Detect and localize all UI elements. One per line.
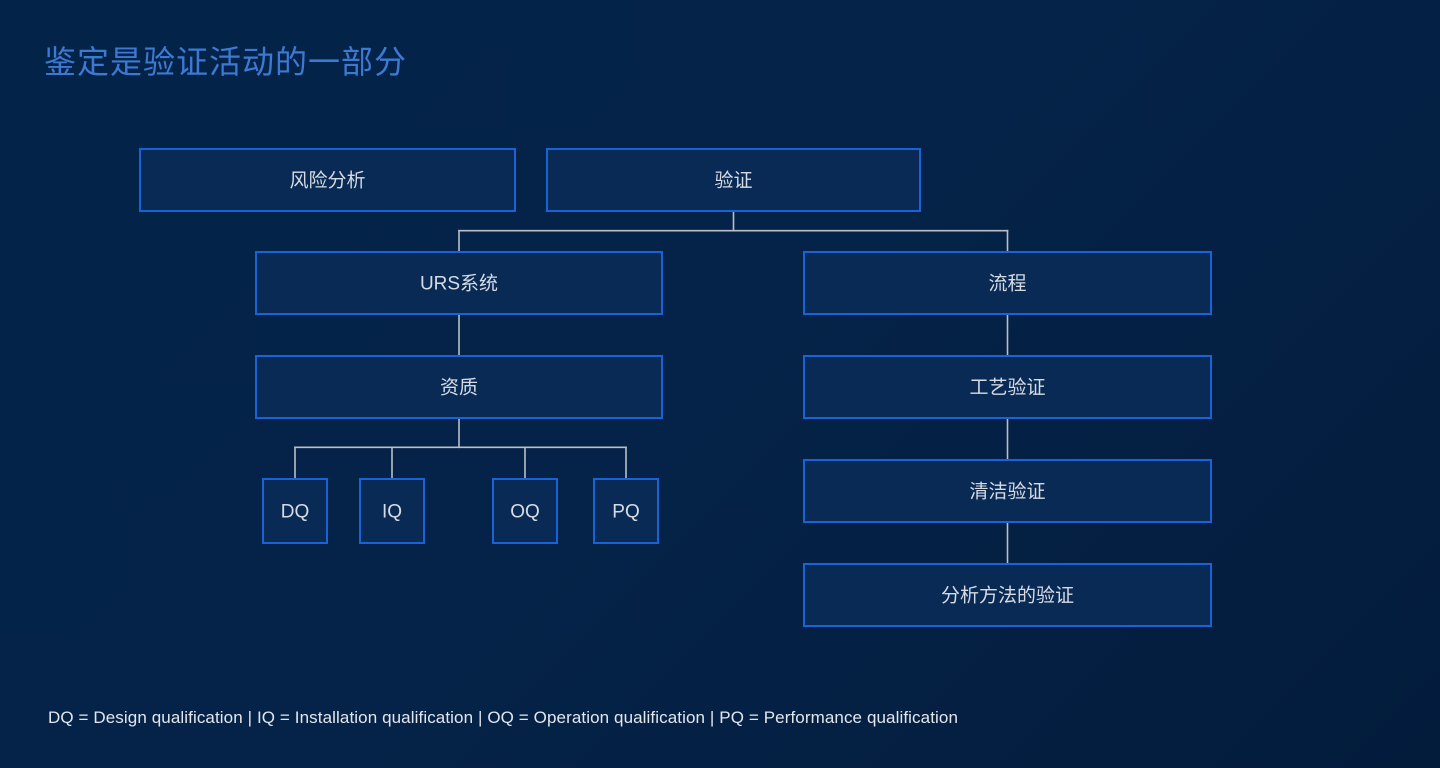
flow-node-label: 验证: [714, 170, 752, 192]
flow-node-box: [359, 478, 425, 544]
flow-node-pq[interactable]: PQ: [593, 478, 659, 544]
flow-node-box: [803, 251, 1212, 315]
flow-node-process[interactable]: 流程: [803, 251, 1212, 315]
flow-node-label: 分析方法的验证: [941, 585, 1074, 607]
flow-node-box: [255, 251, 663, 315]
flow-node-label: 资质: [440, 377, 478, 399]
flow-node-box: [803, 563, 1212, 627]
flow-node-label: DQ: [281, 502, 310, 523]
flow-node-box: [262, 478, 328, 544]
flow-node-box: [546, 148, 921, 212]
flow-node-label: 流程: [988, 273, 1026, 295]
flow-node-box: [803, 459, 1212, 523]
flow-node-box: [492, 478, 558, 544]
flow-node-label: IQ: [382, 502, 402, 523]
flow-node-qualif[interactable]: 资质: [255, 355, 663, 419]
flow-node-box: [139, 148, 516, 212]
flow-node-label: PQ: [612, 502, 639, 523]
flow-node-box: [803, 355, 1212, 419]
flow-node-dq[interactable]: DQ: [262, 478, 328, 544]
flow-node-validation[interactable]: 验证: [546, 148, 921, 212]
flow-node-box: [593, 478, 659, 544]
connector-layer: [294, 210, 1009, 565]
flow-node-label: 工艺验证: [969, 377, 1045, 399]
flow-node-risk[interactable]: 风险分析: [139, 148, 516, 212]
flow-node-urs[interactable]: URS系统: [255, 251, 663, 315]
flow-node-cleanval[interactable]: 清洁验证: [803, 459, 1212, 523]
flow-node-label: 风险分析: [289, 170, 365, 192]
flow-node-procval[interactable]: 工艺验证: [803, 355, 1212, 419]
flow-node-label: 清洁验证: [969, 481, 1045, 503]
abbreviation-legend: DQ = Design qualification | IQ = Install…: [48, 708, 959, 727]
page-title: 鉴定是验证活动的一部分: [44, 44, 408, 80]
flow-node-iq[interactable]: IQ: [359, 478, 425, 544]
flow-node-label: OQ: [510, 502, 540, 523]
flow-node-methodval[interactable]: 分析方法的验证: [803, 563, 1212, 627]
flow-node-oq[interactable]: OQ: [492, 478, 558, 544]
flow-node-box: [255, 355, 663, 419]
flow-node-label: URS系统: [420, 273, 498, 295]
